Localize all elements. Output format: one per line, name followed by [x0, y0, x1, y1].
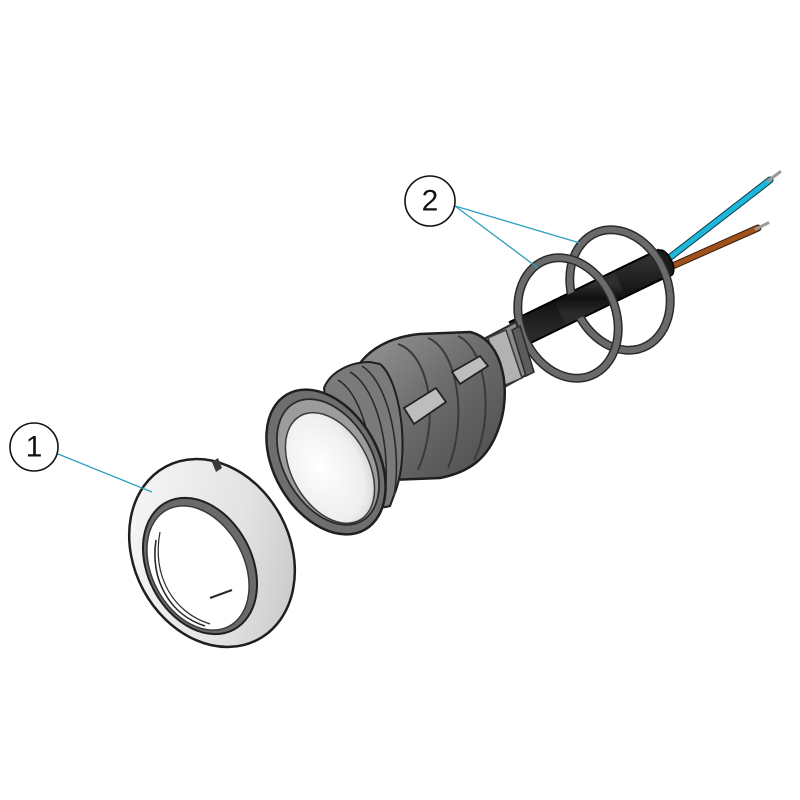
callout-2: 2 [404, 175, 581, 269]
callout-2-label: 2 [422, 185, 439, 218]
lens [284, 411, 376, 525]
brown-wire-tip [754, 221, 770, 231]
callout-1-circle [9, 422, 59, 472]
o-rings [513, 225, 675, 383]
trim-ring [127, 457, 297, 649]
callout-2-circle [404, 175, 456, 227]
light-housing [265, 330, 506, 536]
leader-line-1 [57, 453, 153, 493]
blue-wire-tip [766, 170, 782, 183]
callout-1: 1 [9, 422, 153, 493]
callout-1-label: 1 [26, 431, 43, 464]
leader-line-2a [454, 205, 581, 244]
leader-line-2b [454, 205, 539, 269]
